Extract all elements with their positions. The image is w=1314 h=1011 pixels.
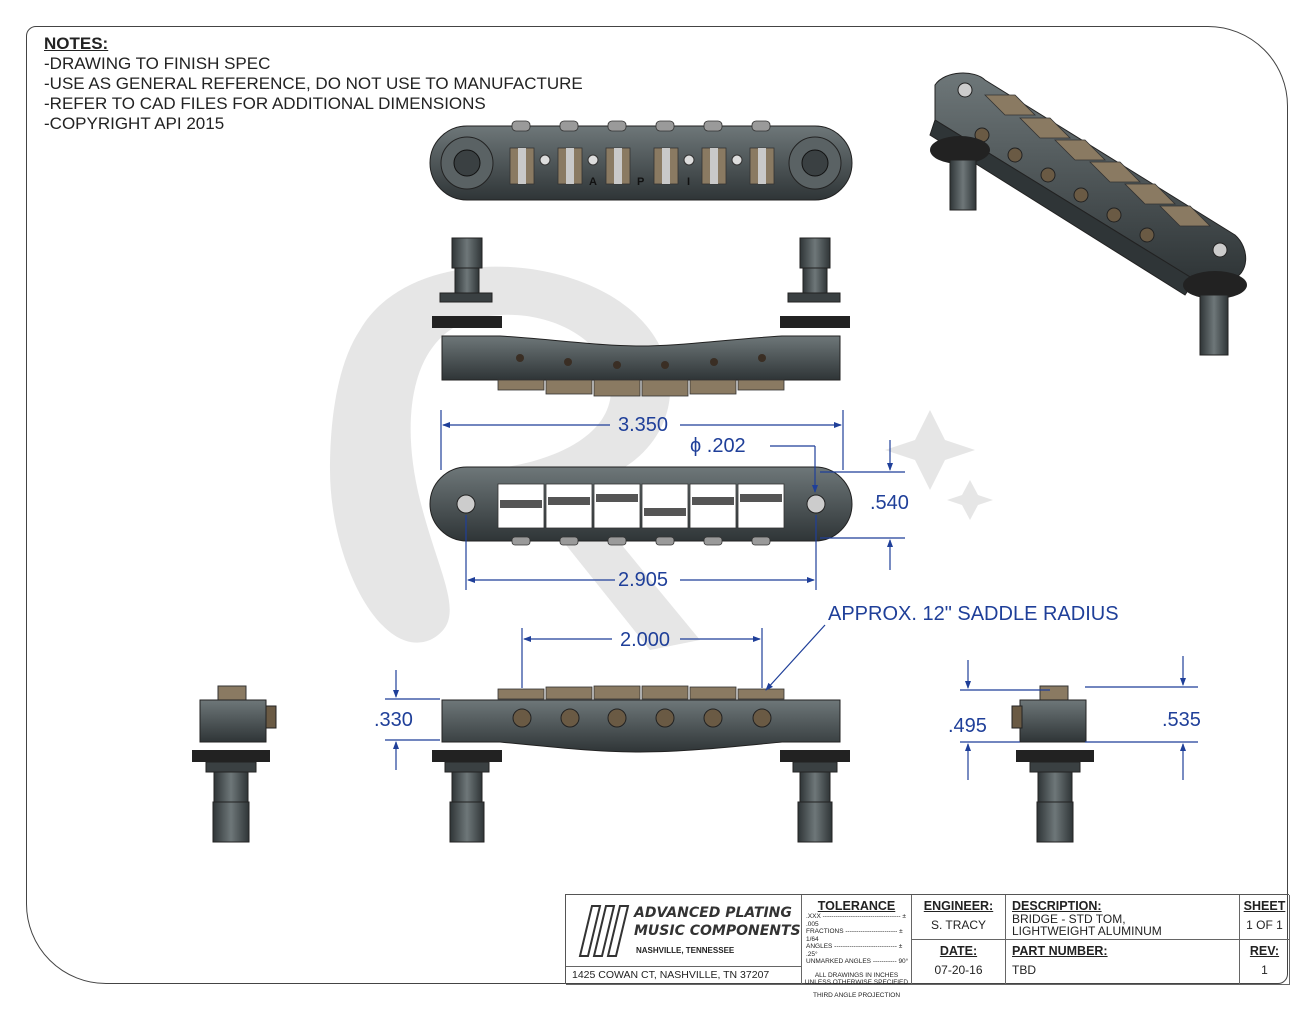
date-value: 07-20-16 <box>934 963 983 977</box>
description-line-2: LIGHTWEIGHT ALUMINUM <box>1012 924 1162 938</box>
dimension-lines <box>385 410 1198 780</box>
description-label: DESCRIPTION: <box>1012 899 1102 913</box>
front-view-upper <box>432 237 850 397</box>
address: 1425 COWAN CT, NASHVILLE, TN 37207 <box>566 967 802 985</box>
dim-height-330: .330 <box>374 709 413 731</box>
top-view-dimensioned <box>429 466 853 546</box>
dim-height-540: .540 <box>870 492 909 514</box>
inch-note-2: UNLESS OTHERWISE SPECIFIED <box>804 979 909 986</box>
tolerance-heading: TOLERANCE <box>817 899 896 913</box>
date-cell: DATE: 07-20-16 <box>912 940 1006 985</box>
notes-block: NOTES: -DRAWING TO FINISH SPEC -USE AS G… <box>44 34 583 134</box>
tolerance-line: UNMARKED ANGLES ----------- 90° <box>806 958 909 965</box>
isometric-view <box>929 72 1247 356</box>
dim-saddle-radius-note: APPROX. 12" SADDLE RADIUS <box>828 603 1119 625</box>
top-view: A P I <box>429 120 853 201</box>
note-line: -DRAWING TO FINISH SPEC <box>44 54 271 73</box>
side-view-left <box>192 685 277 843</box>
part-number-label: PART NUMBER: <box>1012 944 1108 958</box>
tolerance-cell: TOLERANCE .XXX -------------------------… <box>802 895 912 999</box>
letter-p: P <box>637 176 644 188</box>
engineer-label: ENGINEER: <box>923 899 994 913</box>
dim-saddle-span: 2.000 <box>620 629 671 651</box>
company-logo-cell: ADVANCED PLATING MUSIC COMPONENTS NASHVI… <box>566 895 802 967</box>
engineer-cell: ENGINEER: S. TRACY <box>912 895 1006 940</box>
company-city: NASHVILLE, TENNESSEE <box>636 946 735 955</box>
part-number-value: TBD <box>1012 963 1036 977</box>
dim-post-spacing: 2.905 <box>618 569 669 591</box>
dim-height-495: .495 <box>948 715 987 737</box>
sheet-border <box>26 26 1288 984</box>
note-line: -USE AS GENERAL REFERENCE, DO NOT USE TO… <box>44 74 583 93</box>
date-label: DATE: <box>939 944 978 958</box>
note-line: -COPYRIGHT API 2015 <box>44 114 225 133</box>
sheet-label: SHEET <box>1243 899 1286 913</box>
title-block: ADVANCED PLATING MUSIC COMPONENTS NASHVI… <box>565 894 1290 999</box>
side-view-right <box>1011 685 1094 843</box>
part-number-cell: PART NUMBER: TBD <box>1006 940 1240 985</box>
tolerance-line: .XXX -----------------------------------… <box>806 913 906 928</box>
dim-hole-diameter: ϕ .202 <box>690 435 746 457</box>
sheet-value: 1 OF 1 <box>1246 918 1283 932</box>
company-name-1: ADVANCED PLATING <box>634 905 792 921</box>
letter-a: A <box>589 176 597 188</box>
watermark-logo <box>330 266 993 650</box>
rev-cell: REV: 1 <box>1240 940 1290 985</box>
notes-heading: NOTES: <box>44 34 109 53</box>
sheet-cell: SHEET 1 OF 1 <box>1240 895 1290 940</box>
company-logo-icon <box>578 905 630 957</box>
tolerance-line: FRACTIONS ------------------------ ± 1/6… <box>806 928 903 943</box>
engineer-value: S. TRACY <box>930 918 987 932</box>
projection-note: THIRD ANGLE PROJECTION <box>812 991 901 999</box>
note-line: -REFER TO CAD FILES FOR ADDITIONAL DIMEN… <box>44 94 486 113</box>
rev-label: REV: <box>1249 944 1280 958</box>
inch-note-1: ALL DRAWINGS IN INCHES <box>814 971 899 979</box>
front-view-lower <box>432 685 850 843</box>
letter-i: I <box>687 176 690 188</box>
dim-height-535: .535 <box>1162 709 1201 731</box>
tolerance-line: ANGLES ----------------------------- ± .… <box>806 943 903 958</box>
description-cell: DESCRIPTION: BRIDGE - STD TOM, LIGHTWEIG… <box>1006 895 1240 940</box>
dim-overall-length: 3.350 <box>618 414 669 436</box>
description-line-1: BRIDGE - STD TOM, <box>1012 912 1126 926</box>
rev-value: 1 <box>1261 963 1268 977</box>
company-name-2: MUSIC COMPONENTS <box>634 923 801 939</box>
